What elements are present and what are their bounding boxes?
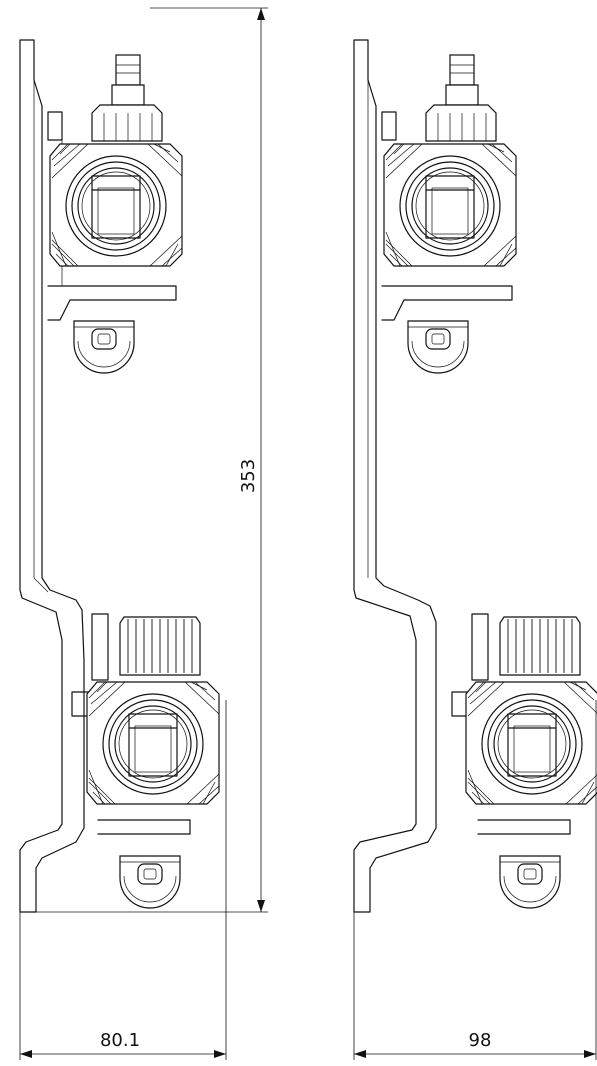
left-mounting-plate: [19, 39, 85, 913]
right-width-dimension: 98: [353, 700, 597, 1060]
right-mounting-plate: [353, 39, 437, 913]
right-width-label: 98: [469, 1030, 492, 1051]
height-label: 353: [238, 459, 259, 493]
left-width-label: 80.1: [100, 1030, 140, 1051]
height-dimension: 353: [20, 7, 268, 913]
right-view: [353, 39, 597, 913]
left-width-dimension: 80.1: [19, 700, 227, 1060]
left-view: [19, 39, 220, 913]
